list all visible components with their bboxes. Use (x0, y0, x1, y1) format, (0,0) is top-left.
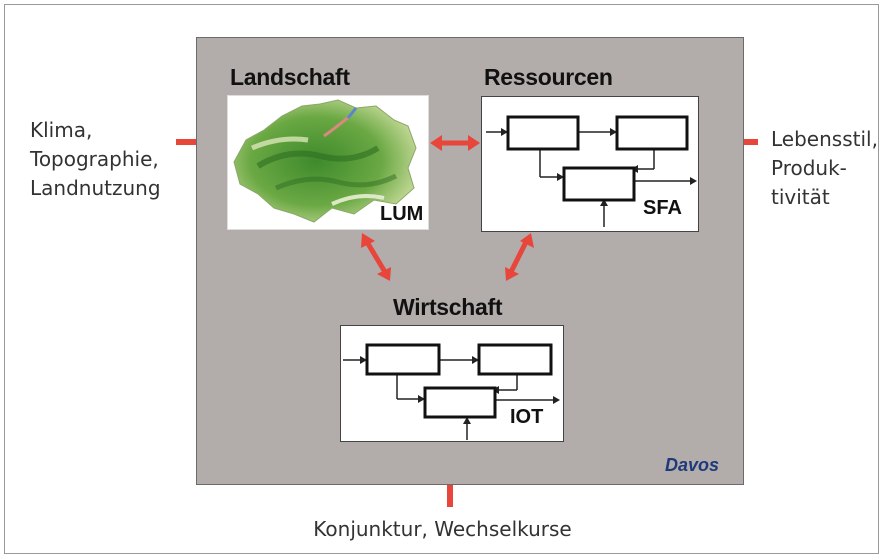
landscape-tag: LUM (380, 203, 424, 225)
drivers-right: Lebensstil, Produk- tivität (771, 125, 878, 212)
driver-bottom: Konjunktur, Wechselkurse (313, 517, 572, 541)
resources-flow-diagram (486, 115, 697, 227)
economy-title: Wirtschaft (393, 294, 503, 320)
resources-title: Ressourcen (484, 64, 613, 90)
driver-right-connector (744, 139, 758, 145)
driver-left-connector (176, 139, 196, 145)
economy-panel (340, 325, 564, 442)
economy-tag: IOT (510, 406, 544, 428)
figure-frame (4, 4, 879, 554)
driver-right-line-3: tivität (771, 185, 830, 209)
landscape-title: Landschaft (230, 64, 350, 90)
driver-right-line-1: Lebensstil, (771, 127, 878, 151)
driver-left-line-3: Landnutzung (30, 176, 161, 200)
landscape-economy-arrow (361, 233, 391, 281)
drivers-left: Klima, Topographie, Landnutzung (30, 116, 161, 203)
driver-bottom-connector (447, 485, 453, 507)
economy-flow-diagram (343, 343, 560, 440)
davos-label: Davos (665, 455, 720, 475)
driver-left-line-2: Topographie, (30, 147, 159, 171)
resources-panel (481, 96, 699, 232)
driver-left-line-1: Klima, (30, 118, 93, 142)
landscape-resources-arrow (430, 135, 480, 151)
landscape-panel (227, 95, 429, 230)
driver-right-line-2: Produk- (771, 156, 847, 180)
resources-tag: SFA (643, 197, 682, 219)
switzerland-landscape-map (233, 99, 417, 223)
resources-economy-arrow (505, 233, 534, 281)
